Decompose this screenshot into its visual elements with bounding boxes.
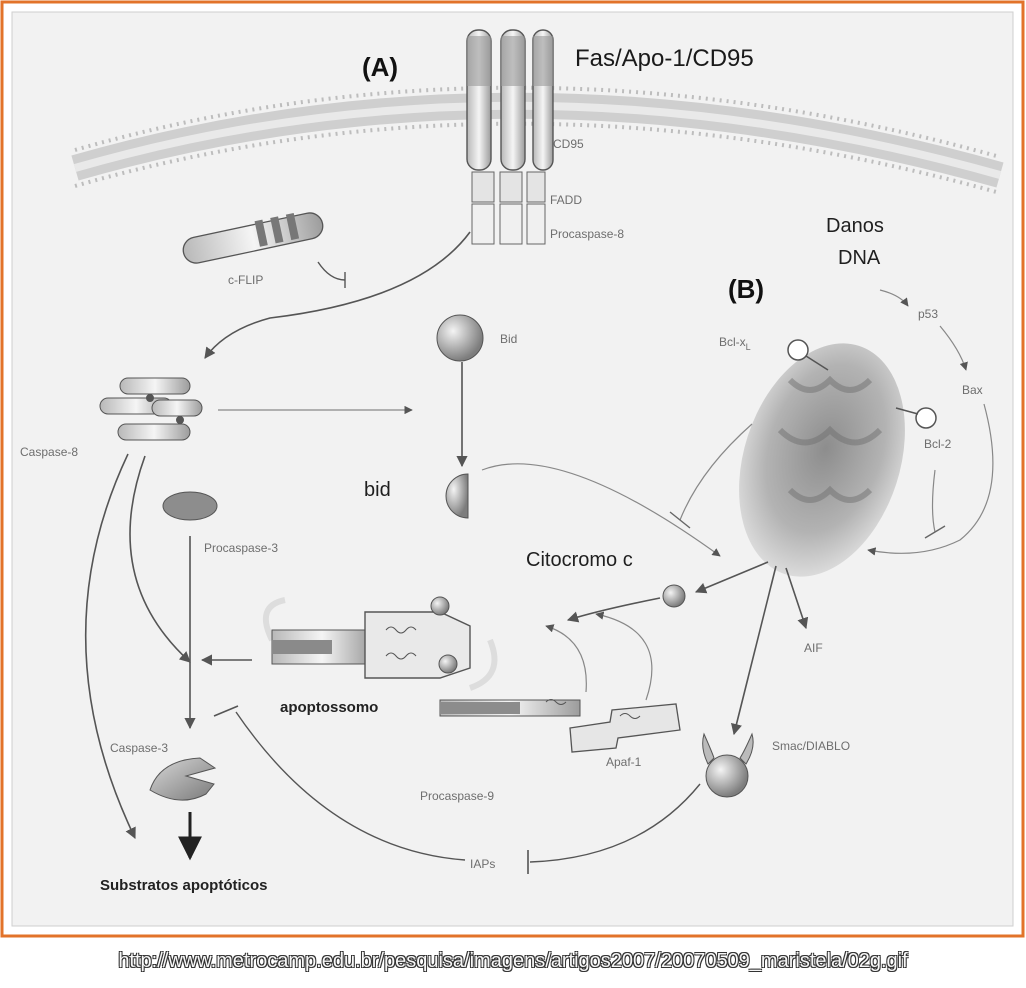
caspase8-label: Caspase-8 bbox=[20, 445, 78, 459]
citocromo-label: Citocromo c bbox=[526, 549, 633, 571]
panel-a-title: (A) bbox=[362, 52, 398, 82]
mitochondrion bbox=[739, 343, 905, 577]
arrow-bax-to-mito bbox=[867, 403, 994, 556]
arrow-mito-to-smac bbox=[731, 565, 777, 736]
apaf1-molecule bbox=[569, 703, 681, 753]
arrow-casp8-to-substrates bbox=[84, 453, 136, 840]
arrow-procasp8-to-casp8 bbox=[204, 231, 471, 359]
bid-label: Bid bbox=[500, 332, 517, 346]
bclxl-marker bbox=[787, 339, 809, 361]
smac-inhibits-iaps bbox=[529, 783, 701, 863]
arrow-cytc-to-apoptosome bbox=[566, 597, 661, 623]
p53-label: p53 bbox=[918, 307, 938, 321]
arrow-casp8-to-casp3 bbox=[129, 455, 191, 663]
bclxl-inhibition bbox=[679, 423, 753, 521]
procaspase3-label: Procaspase-3 bbox=[204, 541, 278, 555]
apoptosome-complex bbox=[262, 596, 498, 691]
smac-label: Smac/DIABLO bbox=[772, 739, 850, 753]
arrow-mito-to-cytc bbox=[694, 561, 769, 594]
procaspase3-molecule bbox=[162, 491, 218, 521]
smac-molecule bbox=[702, 732, 754, 798]
cflip-molecule bbox=[182, 212, 324, 264]
tbid-label: bid bbox=[364, 479, 391, 501]
cd95-label: CD95 bbox=[553, 137, 584, 151]
dna-label: DNA bbox=[838, 247, 881, 269]
source-url: http://www.metrocamp.edu.br/pesquisa/ima… bbox=[118, 950, 908, 972]
bclxl-label: Bcl-xL bbox=[719, 335, 751, 352]
procaspase8-label: Procaspase-8 bbox=[550, 227, 624, 241]
arrow-p53-to-bax bbox=[939, 325, 968, 371]
fas-receptor bbox=[466, 29, 554, 245]
cflip-inhibition bbox=[317, 261, 346, 281]
bax-label: Bax bbox=[962, 383, 983, 397]
procaspase9-label: Procaspase-9 bbox=[420, 789, 494, 803]
cytochrome-c-sphere bbox=[662, 584, 686, 608]
iaps-label: IAPs bbox=[470, 857, 495, 871]
apaf1-label: Apaf-1 bbox=[606, 755, 642, 769]
bid-sphere bbox=[436, 314, 484, 362]
bcl2-label: Bcl-2 bbox=[924, 437, 952, 451]
fadd-label: FADD bbox=[550, 193, 582, 207]
arrow-tbid-to-mito bbox=[481, 463, 721, 557]
receptor-label: Fas/Apo-1/CD95 bbox=[575, 45, 754, 72]
tbid-half-sphere bbox=[445, 473, 469, 519]
arrow-apaf1-to-apoptosome bbox=[595, 611, 653, 701]
aif-label: AIF bbox=[804, 641, 823, 655]
caspase3-label: Caspase-3 bbox=[110, 741, 168, 755]
caspase8-molecule bbox=[99, 377, 203, 441]
caspase3-molecule bbox=[149, 757, 217, 801]
iaps-inhibit-casp3 bbox=[235, 711, 466, 861]
substratos-label: Substratos apoptóticos bbox=[100, 877, 268, 894]
arrow-dna-to-p53 bbox=[879, 289, 909, 307]
procaspase9-molecule bbox=[439, 699, 581, 717]
cflip-label: c-FLIP bbox=[228, 273, 263, 287]
arrow-mito-to-aif bbox=[785, 567, 809, 630]
cell-membrane bbox=[71, 85, 1004, 195]
arrow-procasp9-to-apoptosome bbox=[545, 624, 587, 693]
apoptossomo-label: apoptossomo bbox=[280, 699, 378, 716]
panel-b-title: (B) bbox=[728, 274, 764, 304]
bcl2-inhibition bbox=[931, 469, 936, 533]
danos-label: Danos bbox=[826, 215, 884, 237]
bcl2-marker bbox=[915, 407, 937, 429]
